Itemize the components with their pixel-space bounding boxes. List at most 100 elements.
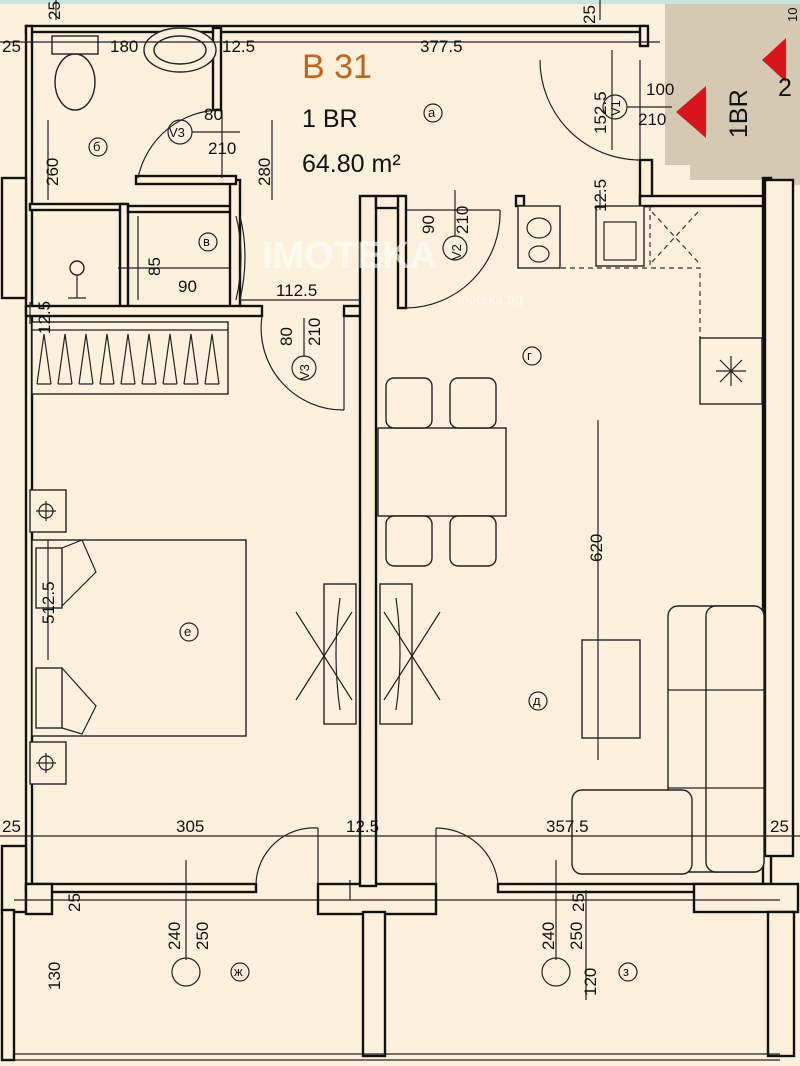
wardrobe-hangers — [36, 333, 220, 385]
dim-balcony1-a: 240 — [165, 922, 184, 950]
dim-balcony-wall-right: 25 — [569, 893, 588, 912]
wall-top-right-stub — [638, 24, 650, 48]
dim-bedroom-width: 305 — [176, 817, 204, 836]
dim-living-height: 620 — [587, 534, 606, 562]
sofa-chaise — [571, 789, 693, 875]
door-v3a-width: 80 — [204, 105, 223, 124]
wall-bottom-right-stub — [692, 882, 800, 914]
apartment-type: 1 BR — [302, 105, 358, 133]
wall-bath-right — [211, 26, 223, 112]
balcony-right-rail — [766, 910, 796, 1058]
storage-fixtures — [137, 215, 246, 301]
sliding-panel-left — [323, 583, 357, 725]
blanket-fold-bottom — [61, 667, 97, 735]
top-edge — [0, 0, 800, 4]
wall-bath-bottom — [28, 202, 128, 212]
sliding-curve-left — [335, 597, 341, 711]
bed-icon — [31, 539, 247, 737]
sink-basin-icon — [153, 35, 207, 65]
wall-kitchen-top — [638, 194, 770, 208]
kitchen-fixtures — [517, 205, 763, 405]
bedroom-door-arc — [260, 315, 345, 411]
room-marker-e — [179, 622, 199, 642]
room-label-z: з — [623, 964, 629, 979]
pillow-top-icon — [35, 547, 63, 609]
dim-left-wall: 25 — [2, 37, 21, 56]
dim-storage-width: 90 — [178, 277, 197, 296]
balcony-door-1-arc — [255, 827, 319, 885]
room-marker-z — [618, 962, 638, 982]
neighbor-top-partial: 10 — [785, 8, 800, 22]
dim-balcony-wall-left: 25 — [65, 893, 84, 912]
dim-entry-depth: 152.5 — [591, 91, 610, 134]
dim-balcony2-b: 250 — [567, 922, 586, 950]
toilet-tank-icon — [51, 35, 99, 55]
room-marker-d — [528, 691, 548, 711]
door-v2-code: V2 — [449, 244, 464, 260]
dim-bath-partition: 12.5 — [222, 37, 255, 56]
dim-balcony2-a: 240 — [539, 922, 558, 950]
watermark-url: imoteka.bg — [454, 291, 522, 307]
neighbor-partial-label: 2 — [778, 74, 792, 102]
dim-middle-partition: 12.5 — [346, 817, 379, 836]
chair-4 — [449, 515, 497, 567]
dim-hall-width: 377.5 — [420, 37, 463, 56]
interior-walls — [24, 26, 526, 888]
wall-kitchen-door-jamb — [396, 194, 408, 310]
shower-head-icon — [69, 260, 85, 276]
outer-walls — [0, 24, 800, 1062]
door-v3b-code: V3 — [297, 364, 312, 380]
room-markers — [88, 103, 638, 982]
neighbor-label: 1BR — [725, 89, 753, 138]
sofa-seams — [668, 689, 764, 789]
chair-3 — [385, 515, 433, 567]
door-v1-code: V1 — [608, 100, 623, 116]
room-marker-v — [198, 232, 218, 252]
balcony-fixtures — [171, 860, 587, 1000]
room-label-e: е — [184, 624, 191, 639]
door-v1-height: 210 — [638, 110, 666, 129]
kitchen-door-arc — [405, 209, 501, 309]
sliding-panel-right — [379, 583, 413, 725]
hanger-icon — [204, 333, 220, 385]
coffee-table — [581, 639, 641, 739]
wall-right-window — [763, 178, 795, 858]
fridge-icon — [517, 205, 561, 269]
arrow-right-2 — [383, 611, 441, 701]
dim-corridor-width: 112.5 — [276, 281, 317, 300]
stove-cross-1 — [651, 211, 699, 263]
dim-bedroom-height: 512.5 — [39, 581, 58, 624]
dim-bath-width: 180 — [110, 37, 138, 56]
wall-left-window-2 — [0, 844, 28, 914]
dimension-lines — [0, 0, 800, 901]
dim-living-width: 357.5 — [546, 817, 589, 836]
wall-bottom-mid — [316, 882, 438, 916]
door-v2-height: 210 — [453, 206, 472, 234]
room-marker-b — [88, 137, 108, 157]
wall-storage-top — [126, 204, 238, 214]
wall-storage-left — [118, 202, 130, 312]
room-label-d: д — [533, 693, 541, 708]
dim-wardrobe-partition: 12.5 — [35, 301, 54, 334]
hanger-icon — [162, 333, 178, 385]
door-v3a-code: V3 — [169, 125, 185, 140]
kitchen-sink-icon — [595, 205, 645, 267]
door-v3a-height: 210 — [208, 139, 236, 158]
wall-top — [24, 24, 648, 34]
stove-cross-2 — [651, 211, 699, 263]
hanger-icon — [99, 333, 115, 385]
hanger-icon — [183, 333, 199, 385]
dim-top-wall-left: 25 — [45, 1, 64, 20]
dining-table — [377, 427, 507, 517]
apartment-area: 64.80 m² — [302, 150, 401, 178]
dim-bath-height: 260 — [43, 158, 62, 186]
wall-bath-door-head — [134, 174, 238, 186]
room-marker-zh — [230, 962, 250, 982]
toilet-bowl-icon — [54, 53, 96, 111]
dim-hall-height: 280 — [255, 158, 274, 186]
wall-bottom-left — [24, 882, 258, 894]
hanger-icon — [141, 333, 157, 385]
room-marker-a — [423, 103, 443, 123]
door-v1-width: 100 — [646, 80, 674, 99]
